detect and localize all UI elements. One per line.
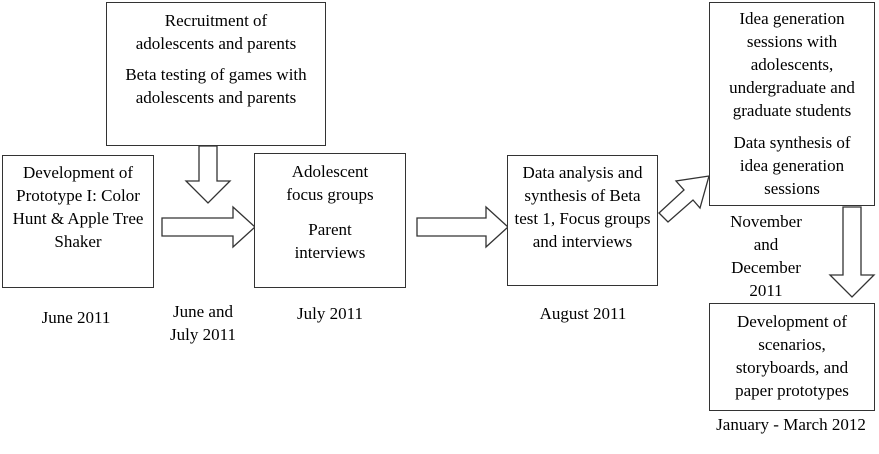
date-june-2011: June 2011 bbox=[41, 308, 111, 327]
arrow-down-recruitment bbox=[184, 145, 232, 204]
data-synthesis-text: Data synthesis of idea generation sessio… bbox=[733, 133, 851, 198]
date-june-july-2011: June and July 2011 bbox=[170, 302, 236, 344]
analysis-text: Data analysis and synthesis of Beta test… bbox=[514, 163, 651, 251]
arrow-right-to-analysis bbox=[416, 205, 509, 249]
analysis-box: Data analysis and synthesis of Beta test… bbox=[507, 155, 658, 286]
arrow-right-to-focus bbox=[161, 205, 256, 249]
prototype-box: Development of Prototype I: Color Hunt &… bbox=[2, 155, 154, 288]
parent-interviews-text: Parent interviews bbox=[294, 220, 366, 262]
date-nov-dec-2011: November and December 2011 bbox=[730, 212, 802, 300]
prototype-text: Development of Prototype I: Color Hunt &… bbox=[12, 163, 144, 251]
scenarios-text: Development of scenarios, storyboards, a… bbox=[735, 312, 849, 400]
focus-groups-text: Adolescent focus groups bbox=[286, 162, 374, 204]
recruitment-text: Recruitment of adolescents and parents bbox=[135, 11, 297, 53]
focus-box: Adolescent focus groups Parent interview… bbox=[254, 153, 406, 288]
beta-testing-text: Beta testing of games with adolescents a… bbox=[125, 65, 307, 107]
date-august-2011: August 2011 bbox=[539, 304, 627, 323]
idea-generation-text: Idea generation sessions with adolescent… bbox=[729, 9, 855, 120]
idea-box: Idea generation sessions with adolescent… bbox=[709, 2, 875, 206]
date-july-2011: July 2011 bbox=[297, 304, 363, 323]
arrow-diagonal-to-idea bbox=[658, 175, 710, 223]
recruitment-box: Recruitment of adolescents and parents B… bbox=[106, 2, 326, 146]
date-jan-mar-2012: January - March 2012 bbox=[716, 415, 866, 434]
scenarios-box: Development of scenarios, storyboards, a… bbox=[709, 303, 875, 411]
arrow-down-to-scenarios bbox=[828, 206, 876, 298]
